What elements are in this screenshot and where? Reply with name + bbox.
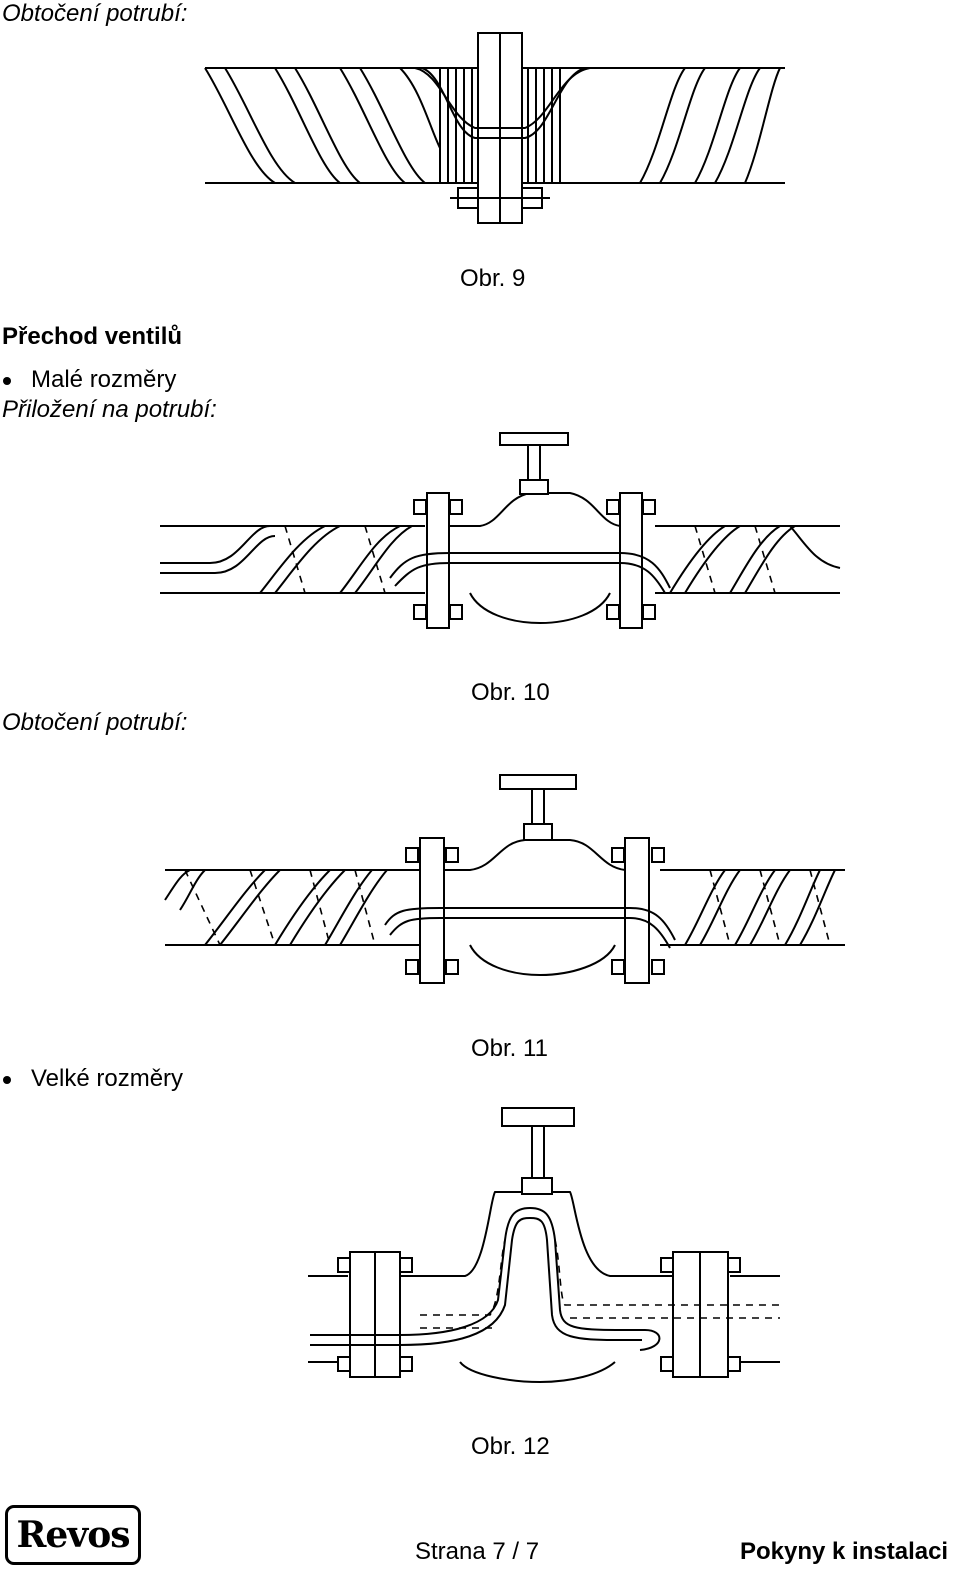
bullet-large-sizes: Velké rozměry (31, 1065, 184, 1092)
document-title: Pokyny k instalaci (740, 1538, 949, 1565)
section-label-attach: Přiložení na potrubí: (2, 396, 217, 423)
figure-9-flange-wrapping (190, 28, 800, 238)
figure-12-caption: Obr. 12 (471, 1433, 550, 1460)
figure-11-caption: Obr. 11 (471, 1035, 548, 1062)
bullet-small-sizes: Malé rozměry (31, 366, 177, 393)
page-number: Strana 7 / 7 (415, 1538, 540, 1565)
figure-10-valve-attach (150, 428, 850, 648)
figure-10-caption: Obr. 10 (471, 679, 550, 706)
figure-11-valve-wrap (150, 770, 850, 995)
figure-12-large-valve (290, 1100, 790, 1385)
bullet-dot (3, 1076, 11, 1084)
section-label-wrap-top: Obtočení potrubí: (2, 0, 188, 27)
revos-logo: Revos (5, 1505, 141, 1565)
section-heading-valve-transition: Přechod ventilů (2, 323, 183, 350)
bullet-dot (3, 377, 11, 385)
figure-9-caption: Obr. 9 (460, 265, 526, 292)
logo-text: Revos (16, 1514, 130, 1556)
section-label-wrap-mid: Obtočení potrubí: (2, 709, 188, 736)
